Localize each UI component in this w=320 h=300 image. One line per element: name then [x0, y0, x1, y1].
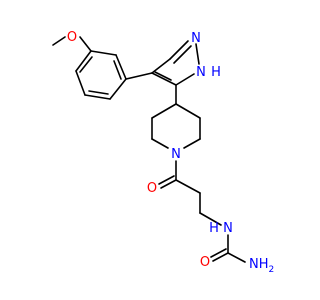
- pyrazole-nh-label: N: [196, 65, 206, 80]
- structure-diagram: O N N H N O N H O NH2: [52, 30, 274, 275]
- bond-pz-c4-c5: [151, 58, 171, 74]
- bond-methyl-o: [52, 36, 66, 46]
- carbonyl-oxygen-label: O: [147, 181, 157, 196]
- bond-chain-1: [175, 179, 201, 194]
- bond-pip-1: [175, 103, 201, 119]
- bond-pz-c5-n1: [169, 40, 189, 60]
- bond-pz-c5-n1-inner: [173, 45, 192, 64]
- bond-urea-nh2: [227, 252, 246, 263]
- amine-label: NH2: [249, 257, 274, 275]
- urea-nh-label: N: [223, 221, 233, 236]
- bond-carbonyl-o-double: [158, 175, 175, 185]
- urea-oxygen-label: O: [200, 255, 210, 270]
- bond-pip-3: [183, 138, 201, 149]
- bond-pz-n2-c3: [175, 73, 195, 86]
- amine-subscript: 2: [269, 265, 275, 275]
- piperidine-n-label: N: [171, 147, 181, 162]
- pyrazole-h-label: H: [211, 65, 221, 80]
- pyrazole-n-label: N: [191, 31, 201, 46]
- methoxy-oxygen-label: O: [67, 30, 77, 45]
- bond-chain-3: [199, 212, 222, 226]
- urea-h-label: H: [209, 221, 219, 236]
- bond-carbonyl-o: [160, 179, 177, 189]
- bond-pz-n1-n2: [195, 43, 200, 65]
- bond-pip-4: [151, 138, 169, 149]
- bond-ar-3: [109, 78, 127, 100]
- bond-ar-4-inner: [88, 90, 109, 95]
- bond-aryl-pyrazole: [125, 72, 153, 80]
- bond-pip-6: [151, 103, 177, 119]
- bond-ar-2: [115, 54, 127, 80]
- bond-ar-6: [75, 50, 92, 72]
- bond-urea-o: [212, 252, 229, 262]
- molecule-svg: O N N H N O N H O NH2: [52, 30, 274, 275]
- bond-ar-5: [75, 70, 86, 96]
- bond-ar-1: [90, 50, 117, 56]
- bond-urea-o-double: [210, 248, 227, 258]
- bond-o-aryl: [79, 36, 92, 52]
- amine-nh-text: NH: [249, 257, 269, 272]
- bond-ar-2-inner: [113, 60, 122, 80]
- bond-pz-c3-c4-inner: [154, 71, 172, 81]
- bond-ar-4: [84, 94, 111, 100]
- bond-ar-6-inner: [79, 56, 93, 73]
- bond-pz-c3-c4: [151, 72, 177, 86]
